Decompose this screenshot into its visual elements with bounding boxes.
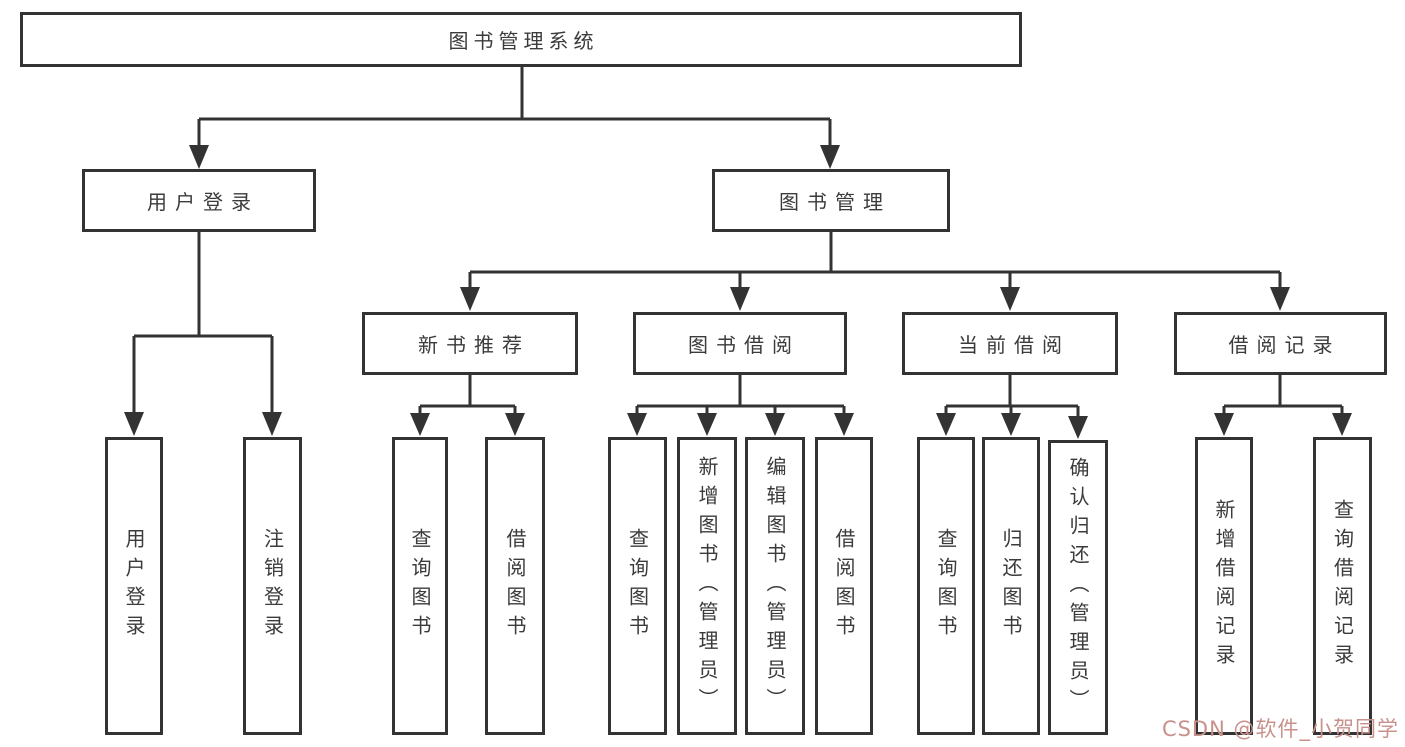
leaf-return-book: 归还图书 <box>982 437 1040 735</box>
csdn-watermark: CSDN @软件_小贺同学 <box>1161 717 1399 741</box>
node-library-management-system: 图书管理系统 <box>20 12 1022 67</box>
leaf-query-book-under-borrowing: 查询图书 <box>608 437 667 735</box>
node-user-login: 用户登录 <box>82 169 316 232</box>
leaf-logout: 注销登录 <box>243 437 302 735</box>
leaf-add-book-admin: 新增图书（管理员） <box>677 437 737 735</box>
leaf-borrow-book-under-borrowing: 借阅图书 <box>815 437 873 735</box>
leaf-borrow-book-under-recommendation: 借阅图书 <box>485 437 545 735</box>
node-book-management: 图书管理 <box>712 169 950 232</box>
leaf-query-book-under-current: 查询图书 <box>917 437 975 735</box>
leaf-confirm-return-admin: 确认归还（管理员） <box>1048 440 1108 735</box>
leaf-edit-book-admin: 编辑图书（管理员） <box>745 437 805 735</box>
leaf-query-book-under-recommendation: 查询图书 <box>392 437 448 735</box>
node-new-book-recommendation: 新书推荐 <box>362 312 578 375</box>
node-book-borrowing: 图书借阅 <box>633 312 847 375</box>
node-borrowing-records: 借阅记录 <box>1174 312 1387 375</box>
leaf-add-borrow-record: 新增借阅记录 <box>1195 437 1253 735</box>
leaf-query-borrow-record: 查询借阅记录 <box>1313 437 1372 735</box>
leaf-user-login: 用户登录 <box>105 437 163 735</box>
node-current-borrowing: 当前借阅 <box>902 312 1118 375</box>
